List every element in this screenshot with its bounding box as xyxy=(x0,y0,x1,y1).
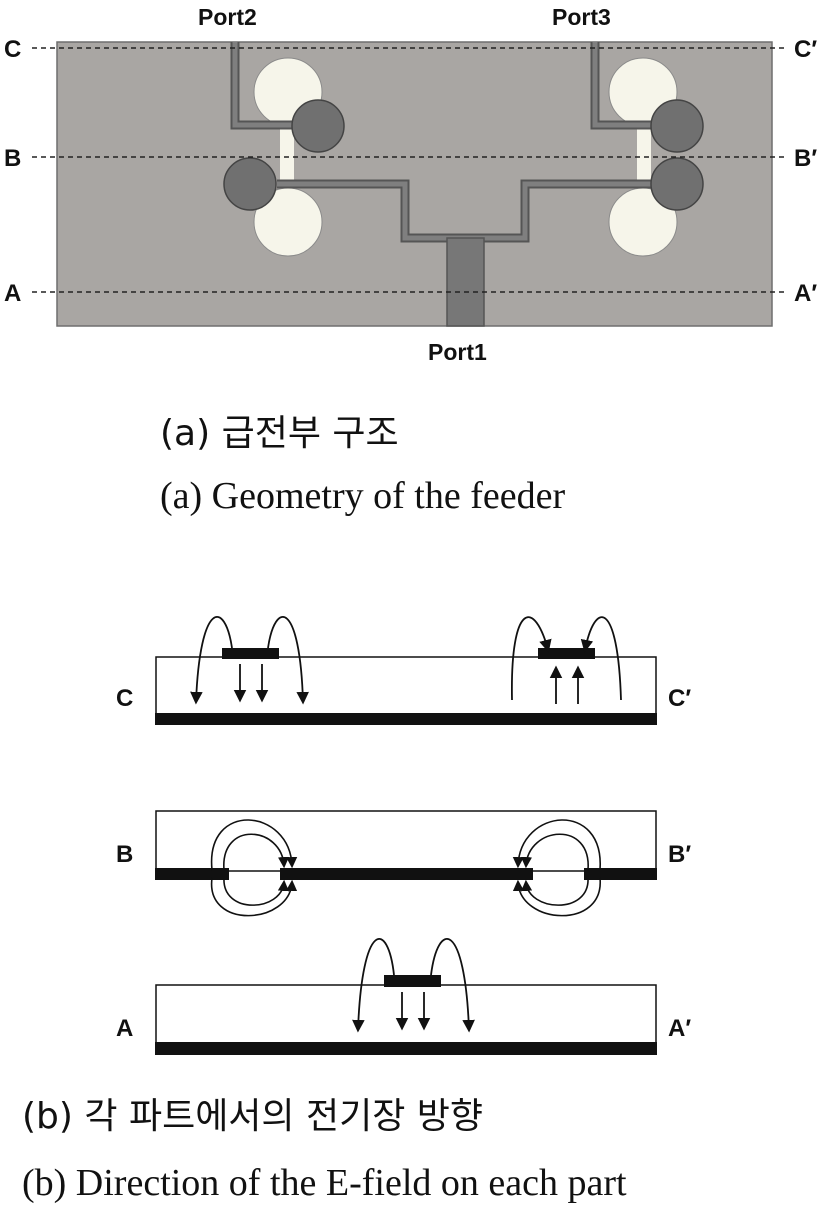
port2-label: Port2 xyxy=(198,4,257,30)
b-left-field-outer-top xyxy=(210,819,298,871)
section-c: C C′ xyxy=(116,616,691,725)
section-b-prime-label: B′ xyxy=(668,841,691,868)
c-right-field-arc-right xyxy=(580,616,622,701)
a-strip-center xyxy=(384,975,441,987)
label-a: A xyxy=(4,280,21,307)
dark-patch-right-bottom xyxy=(650,157,704,211)
a-field-arc-right xyxy=(430,938,475,1033)
dark-patch-right-top xyxy=(650,99,704,153)
port1-label: Port1 xyxy=(428,339,487,365)
section-b-label: B xyxy=(116,841,133,868)
caption-b-english: (b) Direction of the E-field on each par… xyxy=(22,1162,627,1204)
section-a-label: A xyxy=(116,1015,133,1042)
section-b: B B′ xyxy=(116,810,691,917)
b-right-field-outer-bottom xyxy=(512,877,601,917)
a-field-arc-left xyxy=(352,938,395,1033)
dark-patch-left-top xyxy=(291,99,345,153)
c-ground-plane xyxy=(155,713,657,725)
c-right-field-arc-left xyxy=(511,616,552,701)
label-b: B xyxy=(4,145,21,172)
b-right-field-outer-top xyxy=(512,819,601,871)
label-b-prime: B′ xyxy=(794,145,817,172)
label-c-prime: C′ xyxy=(794,36,817,63)
caption-a-korean: (a) 급전부 구조 xyxy=(160,413,399,454)
c-left-field-arc-outer-left xyxy=(190,616,233,705)
label-a-prime: A′ xyxy=(794,280,817,307)
caption-b-korean: (b) 각 파트에서의 전기장 방향 xyxy=(22,1096,483,1137)
port3-label: Port3 xyxy=(552,4,611,30)
slot-left xyxy=(280,128,294,184)
c-substrate xyxy=(155,656,657,717)
b-ground-left xyxy=(155,868,229,880)
slot-right xyxy=(637,128,651,184)
caption-a-english: (a) Geometry of the feeder xyxy=(160,475,565,517)
section-a: A A′ xyxy=(116,938,691,1055)
c-strip-left xyxy=(222,648,279,659)
a-ground-plane xyxy=(155,1042,657,1055)
section-c-label: C xyxy=(116,685,133,712)
b-ground-right xyxy=(584,868,657,880)
c-strip-right xyxy=(538,648,595,659)
dark-patch-left-bottom xyxy=(223,157,277,211)
feeder-geometry: Port2 Port3 Port1 C C′ B B′ A A′ xyxy=(4,4,817,365)
b-left-field-inner-bottom xyxy=(223,877,289,906)
b-right-field-inner-bottom xyxy=(521,877,589,906)
section-a-prime-label: A′ xyxy=(668,1015,691,1042)
c-left-field-arc-outer-right xyxy=(267,616,309,705)
port1-feed xyxy=(446,237,485,327)
section-c-prime-label: C′ xyxy=(668,685,691,712)
a-substrate xyxy=(155,984,657,1046)
b-left-field-outer-bottom xyxy=(211,877,298,917)
b-left-field-inner-top xyxy=(223,833,290,871)
label-c: C xyxy=(4,36,21,63)
b-right-field-inner-top xyxy=(520,833,589,871)
b-ground-middle xyxy=(280,868,533,880)
b-substrate xyxy=(155,810,657,872)
